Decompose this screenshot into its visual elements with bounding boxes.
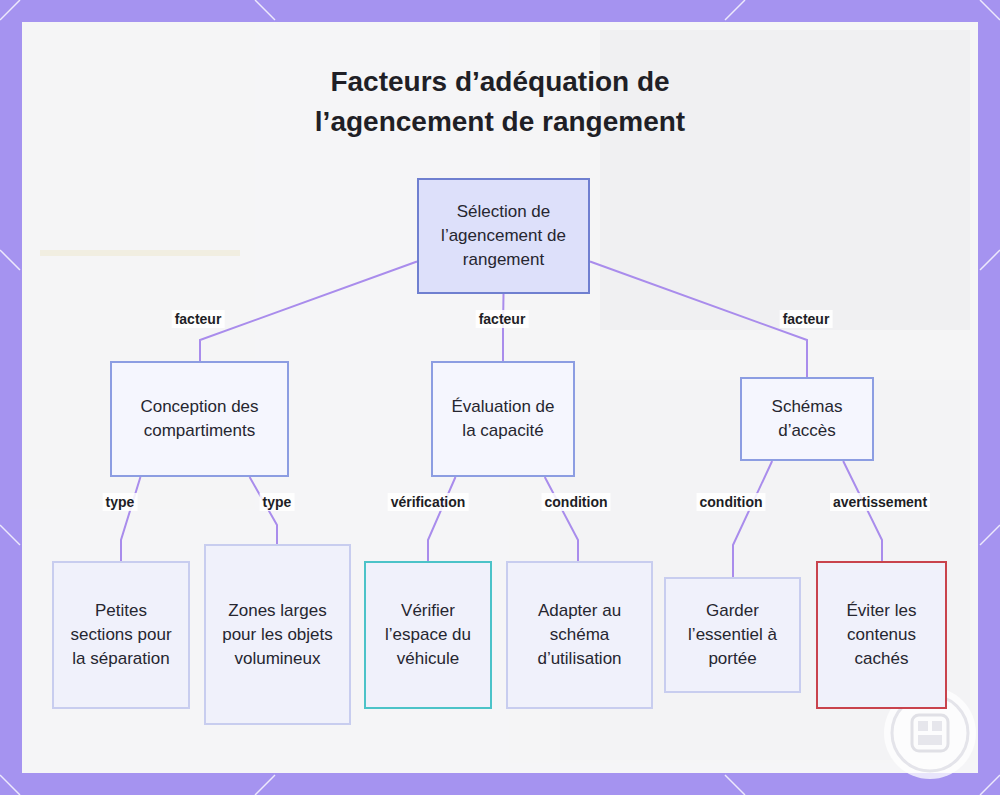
node-content: Vérifier l’espace du véhicule [376, 599, 480, 671]
root-box: Sélection de l’agencement de rangement [417, 178, 590, 294]
edge-label: condition [697, 493, 766, 511]
node-content: Conception des compartiments [122, 395, 277, 443]
node-text: Adapter au schéma d’utilisation [518, 599, 641, 671]
factor-box: Évaluation de la capacité [431, 361, 575, 477]
connector-line [121, 477, 140, 561]
node-text: Zones larges pour les objets volumineux [216, 599, 339, 671]
detail-box: Garder l’essentiel à portée [664, 577, 801, 693]
node-content: Petites sections pour la séparation [64, 599, 178, 671]
connector-line [428, 477, 455, 561]
node-text: Conception des compartiments [122, 395, 277, 443]
edge-label: vérification [388, 493, 469, 511]
node-content: Évaluation de la capacité [443, 395, 563, 443]
canvas [22, 22, 978, 773]
connector-line [733, 461, 772, 577]
edge-label: condition [542, 493, 611, 511]
node-text: Schémas d’accès [752, 395, 862, 443]
node-content: Zones larges pour les objets volumineux [216, 599, 339, 671]
detail-box: Petites sections pour la séparation [52, 561, 190, 709]
connector-line [200, 262, 417, 361]
node-content: Éviter les contenus cachés [828, 599, 935, 671]
connector-line [843, 461, 882, 561]
connector-line [545, 477, 578, 561]
node-content: Garder l’essentiel à portée [676, 599, 789, 671]
node-text: Évaluation de la capacité [443, 395, 563, 443]
detail-box: Zones larges pour les objets volumineux [204, 544, 351, 725]
blurred-photo [22, 22, 978, 773]
node-text: Sélection de l’agencement de rangement [429, 200, 578, 272]
node-content: Adapter au schéma d’utilisation [518, 599, 641, 671]
factor-box: Schémas d’accès [740, 377, 874, 461]
diagram-title: Facteurs d’adéquation de l’agencement de… [250, 62, 750, 142]
edge-label: type [103, 493, 138, 511]
edge-label: facteur [172, 310, 225, 328]
node-content: Sélection de l’agencement de rangement [429, 200, 578, 272]
connector-line [590, 262, 807, 377]
edge-label: facteur [476, 310, 529, 328]
node-text: Garder l’essentiel à portée [676, 599, 789, 671]
edge-label: type [260, 493, 295, 511]
node-text: Vérifier l’espace du véhicule [376, 599, 480, 671]
edge-label: facteur [780, 310, 833, 328]
detail-box: Adapter au schéma d’utilisation [506, 561, 653, 709]
node-text: Éviter les contenus cachés [828, 599, 935, 671]
factor-box: Conception des compartiments [110, 361, 289, 477]
edge-label: avertissement [830, 493, 930, 511]
check-box: Vérifier l’espace du véhicule [364, 561, 492, 709]
node-text: Petites sections pour la séparation [64, 599, 178, 671]
node-content: Schémas d’accès [752, 395, 862, 443]
warning-box: Éviter les contenus cachés [816, 561, 947, 709]
